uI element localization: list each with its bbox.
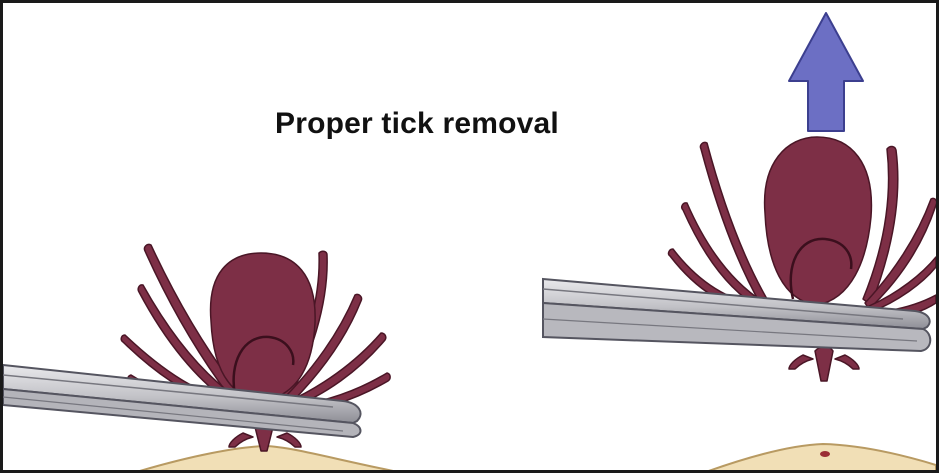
skin-right	[703, 444, 936, 470]
arrow-up-icon	[789, 13, 863, 131]
illustration-canvas	[3, 3, 936, 470]
right-scene	[543, 13, 936, 470]
figure-title: Proper tick removal	[275, 107, 559, 141]
left-scene	[3, 244, 403, 470]
bite-mark	[820, 451, 830, 457]
